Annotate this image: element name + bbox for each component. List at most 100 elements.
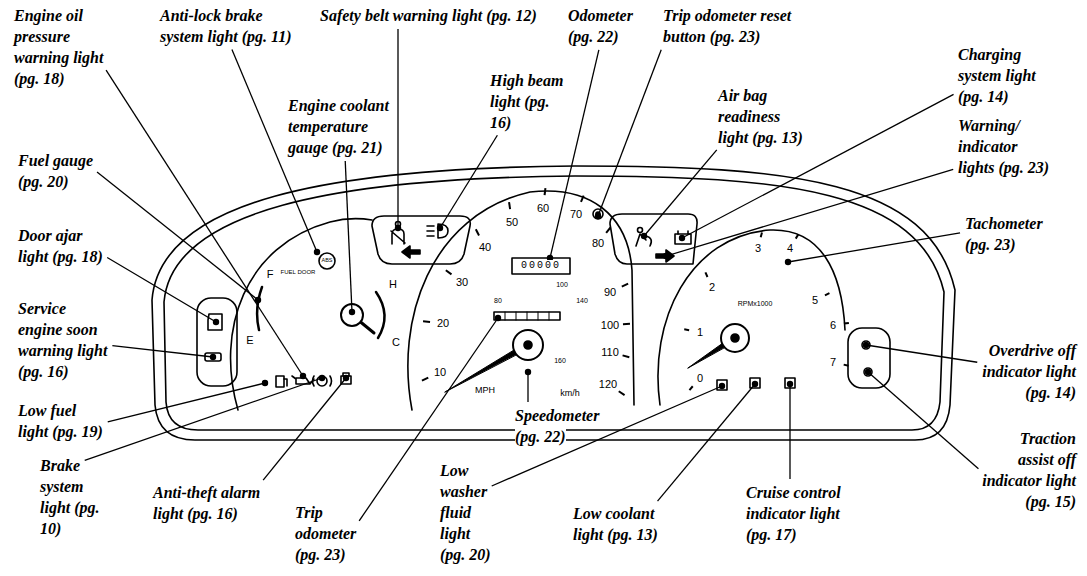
scale-tick bbox=[581, 196, 584, 202]
trip-odometer-digit-cells bbox=[505, 312, 549, 320]
tachometer-hub bbox=[721, 324, 749, 352]
leader-line bbox=[492, 386, 722, 486]
dial-marking: FUEL DOOR bbox=[281, 269, 316, 275]
callout-label: Low washer fluid light (pg. 20) bbox=[440, 462, 491, 563]
callout-label: Warning/ indicator lights (pg. 23) bbox=[958, 117, 1049, 176]
leader-line bbox=[263, 378, 346, 480]
callout-box: Brake system light (pg. 10) bbox=[40, 455, 100, 539]
door-ajar-icon bbox=[208, 314, 222, 330]
dial-marking: 100 bbox=[556, 281, 568, 288]
callout-box: Engine oil pressure warning light (pg. 1… bbox=[14, 5, 126, 89]
overdrive-off-lamp bbox=[862, 341, 870, 349]
leader-line bbox=[868, 372, 978, 469]
callout-label: Odometer (pg. 22) bbox=[568, 7, 633, 45]
top-right-lamp-pod bbox=[610, 214, 697, 264]
leader-dot bbox=[255, 297, 261, 303]
leader-dot bbox=[525, 369, 531, 375]
dial-marking-box: 70 bbox=[570, 209, 582, 220]
leader-dot bbox=[595, 213, 601, 219]
scale-tick bbox=[619, 391, 625, 395]
dial-marking-box: 100 bbox=[601, 320, 619, 331]
leader-line bbox=[97, 172, 258, 300]
low-coolant-icon bbox=[750, 378, 760, 388]
scale-tick bbox=[689, 386, 692, 390]
dial-marking-box: 160 bbox=[554, 357, 566, 364]
callout-label: Tachometer (pg. 23) bbox=[965, 215, 1043, 253]
top-left-lamp-pod bbox=[372, 216, 470, 264]
dial-marking-box: 80 bbox=[494, 297, 502, 304]
scale-tick bbox=[623, 323, 630, 325]
dial-marking-box: MPH bbox=[475, 386, 495, 395]
speedometer-dial-outline bbox=[408, 191, 634, 410]
dial-marking-box: FUEL DOOR bbox=[281, 269, 316, 275]
right-lamp-pod bbox=[848, 328, 890, 388]
leader-dot bbox=[863, 342, 869, 348]
dial-marking-box: 3 bbox=[755, 243, 761, 254]
callout-box: Tachometer (pg. 23) bbox=[965, 213, 1065, 255]
dial-marking-box: 110 bbox=[601, 347, 619, 358]
scale-ticks bbox=[422, 188, 849, 395]
dial-marking-box: 90 bbox=[604, 287, 616, 298]
scale-tick bbox=[606, 227, 610, 232]
callout-label: Low coolant light (pg. 13) bbox=[573, 505, 658, 543]
temperature-scale bbox=[376, 292, 385, 338]
dial-marking: RPMx1000 bbox=[738, 300, 773, 307]
trip-reset-button bbox=[593, 209, 603, 219]
leader-dot bbox=[785, 259, 791, 265]
callout-box: Warning/ indicator lights (pg. 23) bbox=[958, 115, 1054, 178]
callout-box: Overdrive off indicator light (pg. 14) bbox=[981, 340, 1076, 403]
battery-terminals bbox=[678, 231, 688, 234]
dial-marking: 2 bbox=[709, 281, 715, 293]
dial-marking: 30 bbox=[456, 276, 468, 288]
leader-line bbox=[598, 50, 661, 216]
leader-dot bbox=[787, 381, 793, 387]
leader-dot bbox=[262, 380, 268, 386]
callout-label: Anti-theft alarm light (pg. 16) bbox=[153, 484, 260, 522]
seatbelt-icon bbox=[391, 229, 405, 244]
leader-line bbox=[658, 384, 755, 501]
scale-tick bbox=[446, 270, 452, 274]
callout-label: Overdrive off indicator light (pg. 14) bbox=[982, 342, 1076, 401]
callout-label: Trip odometer (pg. 23) bbox=[295, 504, 356, 563]
leader-lines bbox=[85, 29, 979, 521]
callout-label: Speedometer (pg. 22) bbox=[515, 407, 599, 445]
callout-label: Charging system light (pg. 14) bbox=[958, 46, 1036, 105]
dial-marking: 4 bbox=[787, 242, 793, 254]
dial-marking: F bbox=[267, 268, 274, 280]
callout-label: High beam light (pg. 16) bbox=[490, 72, 563, 131]
leader-line bbox=[108, 383, 265, 422]
dial-marking: 140 bbox=[576, 297, 588, 304]
scale-tick bbox=[684, 328, 689, 331]
dial-marking: 80 bbox=[592, 237, 604, 249]
leader-dot bbox=[213, 319, 219, 325]
dial-marking: E bbox=[246, 334, 253, 346]
dial-marking: 50 bbox=[506, 216, 518, 228]
battery-icon bbox=[675, 234, 691, 244]
dial-marking: 90 bbox=[604, 286, 616, 298]
dial-marking-box: 00000 bbox=[521, 261, 561, 271]
dial-marking: 5 bbox=[812, 294, 818, 306]
leader-dot bbox=[495, 315, 501, 321]
leader-line bbox=[397, 29, 398, 228]
leader-dot bbox=[641, 233, 647, 239]
callout-box: Trip odometer reset button (pg. 23) bbox=[663, 5, 803, 47]
leader-dot bbox=[679, 235, 685, 241]
callout-box: Door ajar light (pg. 18) bbox=[18, 225, 110, 267]
dial-marking-box: 140 bbox=[576, 297, 588, 304]
dial-marking-box: 4 bbox=[787, 243, 793, 254]
callout-label: Trip odometer reset button (pg. 23) bbox=[663, 7, 791, 45]
cruise-control-icon bbox=[785, 378, 795, 388]
scale-tick bbox=[844, 322, 849, 325]
dial-marking-box: 7 bbox=[830, 357, 836, 368]
callout-label: Service engine soon warning light (pg. 1… bbox=[18, 300, 107, 380]
scale-tick bbox=[509, 202, 510, 209]
dial-marking: 100 bbox=[601, 319, 619, 331]
dial-marking-box: 50 bbox=[506, 217, 518, 228]
dial-marking-box: 10 bbox=[434, 367, 446, 378]
airbag-icon-head bbox=[638, 228, 643, 233]
dial-marking: 10 bbox=[434, 366, 446, 378]
left-turn-arrow bbox=[402, 246, 420, 258]
dial-marking: 110 bbox=[601, 346, 619, 358]
fuel-pump-hose bbox=[284, 379, 287, 386]
